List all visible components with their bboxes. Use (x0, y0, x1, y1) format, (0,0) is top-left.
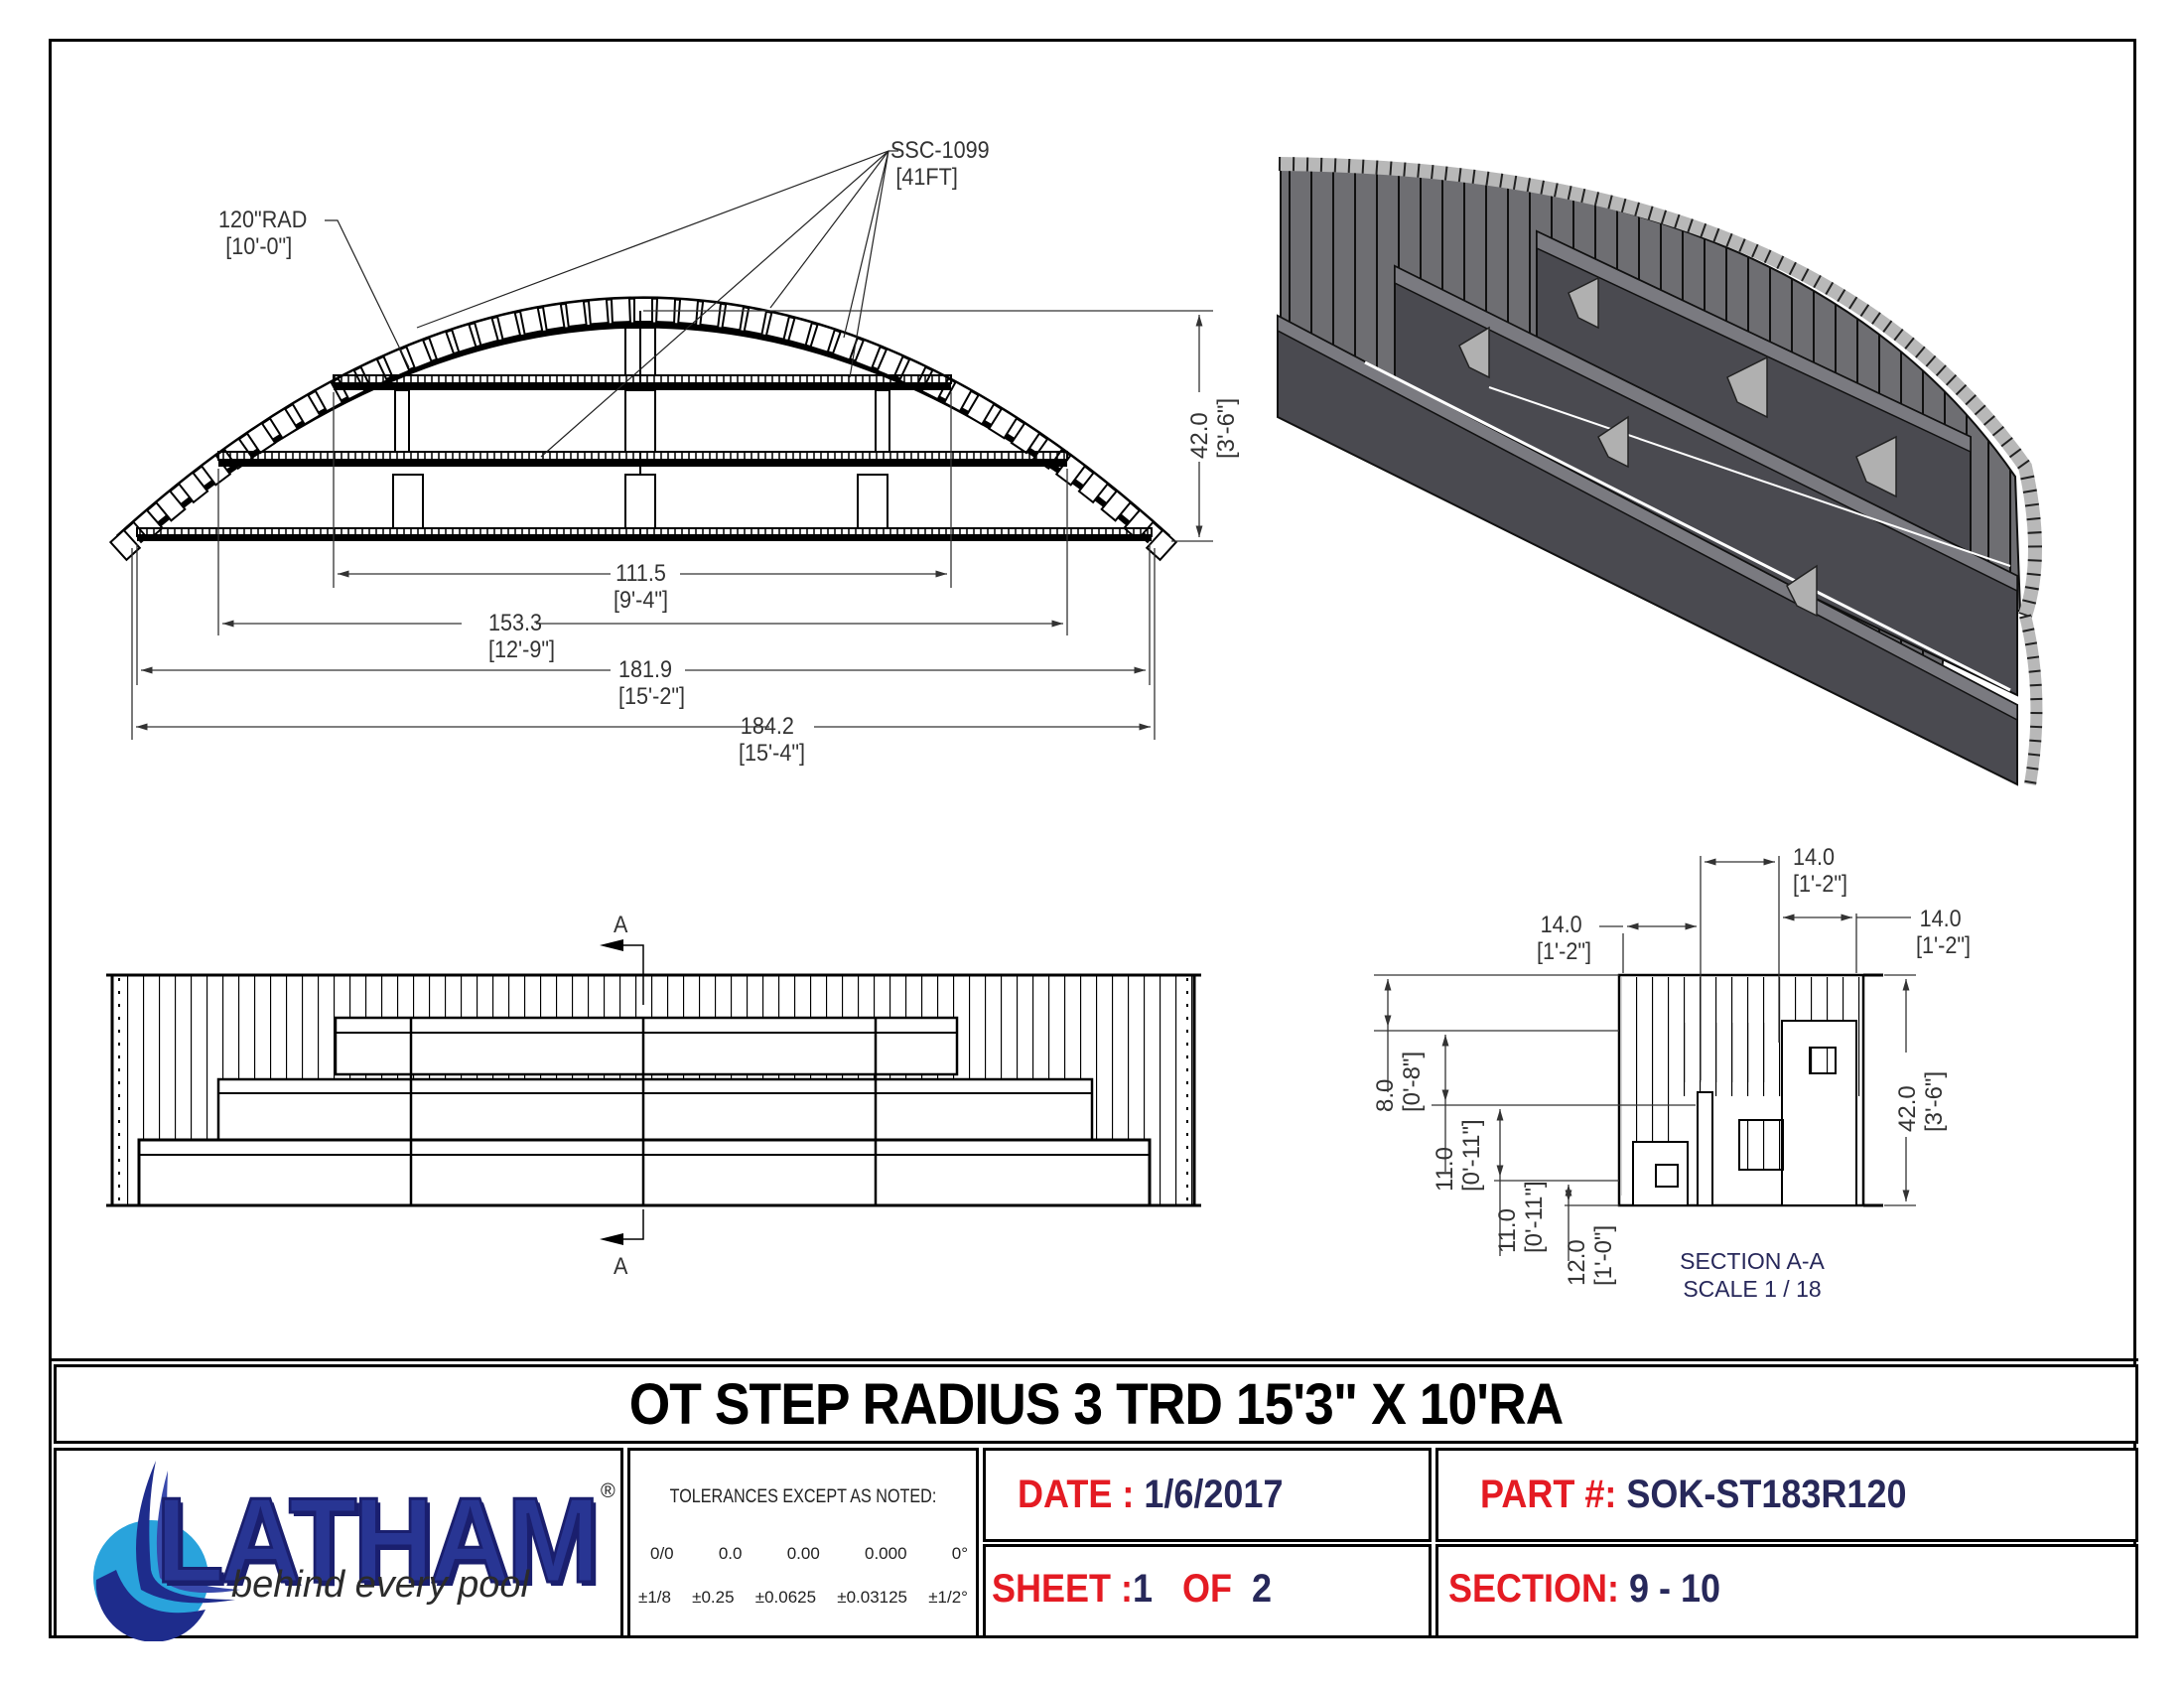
part-label: PART #: (1480, 1473, 1617, 1516)
title-box: OT STEP RADIUS 3 TRD 15'3" X 10'RA (54, 1364, 2138, 1444)
tolerance-values: ±1/8 ±0.25 ±0.0625 ±0.03125 ±1/2° (638, 1588, 968, 1608)
sheet-field: SHEET :1 OF 2 (992, 1567, 1272, 1612)
section-label: SECTION: (1448, 1567, 1620, 1611)
dim-184-2: 184.2 [15'-4"] (739, 713, 805, 767)
dim-imperial: [1'-0"] (1590, 1224, 1617, 1286)
dim-value: 184.2 (740, 713, 794, 740)
dim-imperial: [9'-4"] (614, 587, 669, 614)
tol-2dp: ±0.0625 (754, 1588, 817, 1607)
rise-dim-11-lower: 11.0 [0'-11"] (1494, 1181, 1548, 1253)
dim-imperial: [0'-8"] (1399, 1051, 1426, 1112)
part-value: SOK-ST183R120 (1626, 1473, 1907, 1516)
dim-imperial: [3'-6"] (1921, 1070, 1948, 1132)
plan-view (108, 150, 1213, 740)
dim-153-3: 153.3 [12'-9"] (488, 610, 555, 663)
format-fraction: 0/0 (650, 1544, 674, 1563)
sheet-label: SHEET : (992, 1567, 1134, 1611)
elevation-view (106, 939, 1201, 1245)
section-marker-top: A (614, 912, 628, 938)
dim-imperial: [0'-11"] (1521, 1181, 1548, 1253)
tolerances-heading: TOLERANCES EXCEPT AS NOTED: (669, 1486, 937, 1507)
dim-value: 14.0 (1793, 844, 1836, 871)
dim-value: 42.0 (1894, 1085, 1921, 1132)
logo-tagline: behind every pool (231, 1564, 529, 1606)
section-field: SECTION: 9 - 10 (1448, 1567, 1720, 1612)
format-1dp: 0.0 (718, 1544, 743, 1563)
logo-wordmark: LATHAM (155, 1472, 602, 1610)
dim-value: 153.3 (488, 610, 543, 636)
section-caption-title: SECTION A-A (1680, 1248, 1825, 1274)
title-block-divider (49, 1358, 2138, 1361)
dim-value: 12.0 (1564, 1239, 1590, 1286)
dim-value: 14.0 (1540, 912, 1582, 938)
part-field: PART #: SOK-ST183R120 (1480, 1473, 1906, 1517)
tol-1dp: ±0.25 (692, 1588, 735, 1607)
latham-wave-logo-icon (93, 1461, 240, 1641)
dim-imperial: [1'-2"] (1537, 938, 1592, 965)
dim-imperial: [3'-6"] (1213, 397, 1240, 459)
registered-mark: ® (601, 1480, 615, 1502)
format-angle: 0° (951, 1544, 968, 1563)
date-box: DATE : 1/6/2017 (983, 1448, 1432, 1542)
tol-3dp: ±0.03125 (837, 1588, 908, 1607)
format-3dp: 0.000 (864, 1544, 907, 1563)
section-value: 9 - 10 (1629, 1567, 1721, 1611)
tread-dim-middle: 14.0 [1'-2"] (1793, 844, 1847, 898)
rise-dim-8: 8.0 [0'-8"] (1372, 1052, 1426, 1112)
dim-imperial: [1'-2"] (1793, 871, 1848, 898)
dim-value: 111.5 (615, 560, 666, 587)
dim-imperial: [12'-9"] (488, 636, 556, 663)
dim-111-5: 111.5 [9'-4"] (614, 560, 668, 614)
date-value: 1/6/2017 (1144, 1473, 1284, 1516)
sheet-number: 1 (1133, 1567, 1154, 1611)
dim-plan-height: 42.0 [3'-6"] (1186, 398, 1240, 459)
plan-step-3 (136, 527, 1153, 541)
logo-box: LATHAM ® behind every pool (54, 1448, 623, 1641)
dim-value: 14.0 (1919, 906, 1962, 932)
plan-step-1 (333, 374, 952, 390)
date-label: DATE : (1018, 1473, 1135, 1516)
dim-imperial: [0'-11"] (1458, 1119, 1485, 1192)
isometric-view (1277, 157, 2043, 786)
radius-value: 120"RAD (218, 207, 308, 233)
drawing-title: OT STEP RADIUS 3 TRD 15'3" X 10'RA (628, 1372, 1565, 1437)
dim-181-9: 181.9 [15'-2"] (618, 656, 685, 710)
format-2dp: 0.00 (786, 1544, 820, 1563)
sheet-total: 2 (1252, 1567, 1273, 1611)
part-callout-length: [41FT] (895, 164, 958, 191)
dim-value: 8.0 (1372, 1078, 1399, 1112)
tread-dim-left: 14.0 [1'-2"] (1537, 912, 1591, 965)
plan-step-2 (217, 451, 1068, 467)
radius-callout: 120"RAD [10'-0"] (218, 207, 307, 260)
tolerances-box: TOLERANCES EXCEPT AS NOTED: 0/0 0.0 0.00… (627, 1448, 979, 1638)
sheet-box: SHEET :1 OF 2 (983, 1544, 1432, 1638)
tol-fraction: ±1/8 (638, 1588, 671, 1607)
tol-angle: ±1/2° (928, 1588, 968, 1607)
rise-dim-11-upper: 11.0 [0'-11"] (1432, 1119, 1485, 1192)
dim-value: 11.0 (1432, 1147, 1458, 1192)
part-box: PART #: SOK-ST183R120 (1435, 1448, 2138, 1542)
part-callout-ssc-1099: SSC-1099 [41FT] (890, 137, 990, 191)
section-caption: SECTION A-A SCALE 1 / 18 (1648, 1247, 1856, 1303)
date-field: DATE : 1/6/2017 (1018, 1473, 1283, 1517)
section-box: SECTION: 9 - 10 (1435, 1544, 2138, 1638)
part-callout-value: SSC-1099 (890, 137, 990, 164)
dim-value: 181.9 (618, 656, 673, 683)
section-marker-bottom: A (614, 1253, 628, 1280)
section-caption-scale: SCALE 1 / 18 (1683, 1276, 1822, 1302)
rise-dim-12: 12.0 [1'-0"] (1564, 1225, 1617, 1286)
sheet-of-label: OF (1182, 1567, 1233, 1611)
dim-imperial: [1'-2"] (1916, 932, 1972, 959)
dim-imperial: [15'-2"] (618, 683, 686, 710)
dim-imperial: [15'-4"] (739, 740, 806, 767)
section-view (1374, 856, 1916, 1261)
radius-imperial: [10'-0"] (225, 233, 293, 260)
dim-value: 11.0 (1494, 1208, 1521, 1253)
tolerance-formats: 0/0 0.0 0.00 0.000 0° (650, 1544, 968, 1564)
dim-value: 42.0 (1186, 412, 1213, 459)
section-height-dim: 42.0 [3'-6"] (1894, 1071, 1948, 1132)
tread-dim-right: 14.0 [1'-2"] (1916, 906, 1971, 959)
